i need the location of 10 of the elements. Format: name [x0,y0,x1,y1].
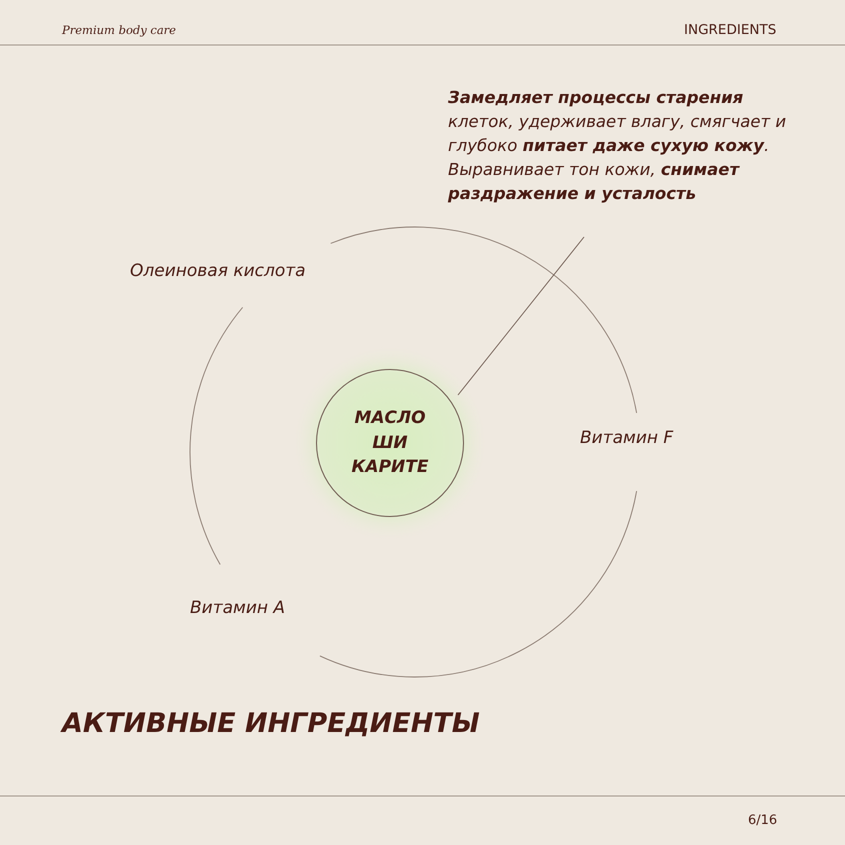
ingredient-label: Витамин A [190,598,286,618]
leader-line [458,236,584,396]
tagline: Premium body care [62,23,176,37]
page-title: АКТИВНЫЕ ИНГРЕДИЕНТЫ [62,708,480,739]
ingredient-label: Витамин F [580,428,674,448]
ingredient-circle: МАСЛО ШИ КАРИТЕ [316,369,464,517]
description-paragraph: Замедляет процессы старения клеток, удерживает влагу, смягчает и глубоко питает даже сухую кожу. Выравнивает тон кожи, снимает раздражение и усталость [448,87,788,205]
ingredient-label: Олеиновая кислота [130,261,306,281]
section-label: INGREDIENTS [684,22,776,38]
page-number: 6/16 [748,813,778,828]
